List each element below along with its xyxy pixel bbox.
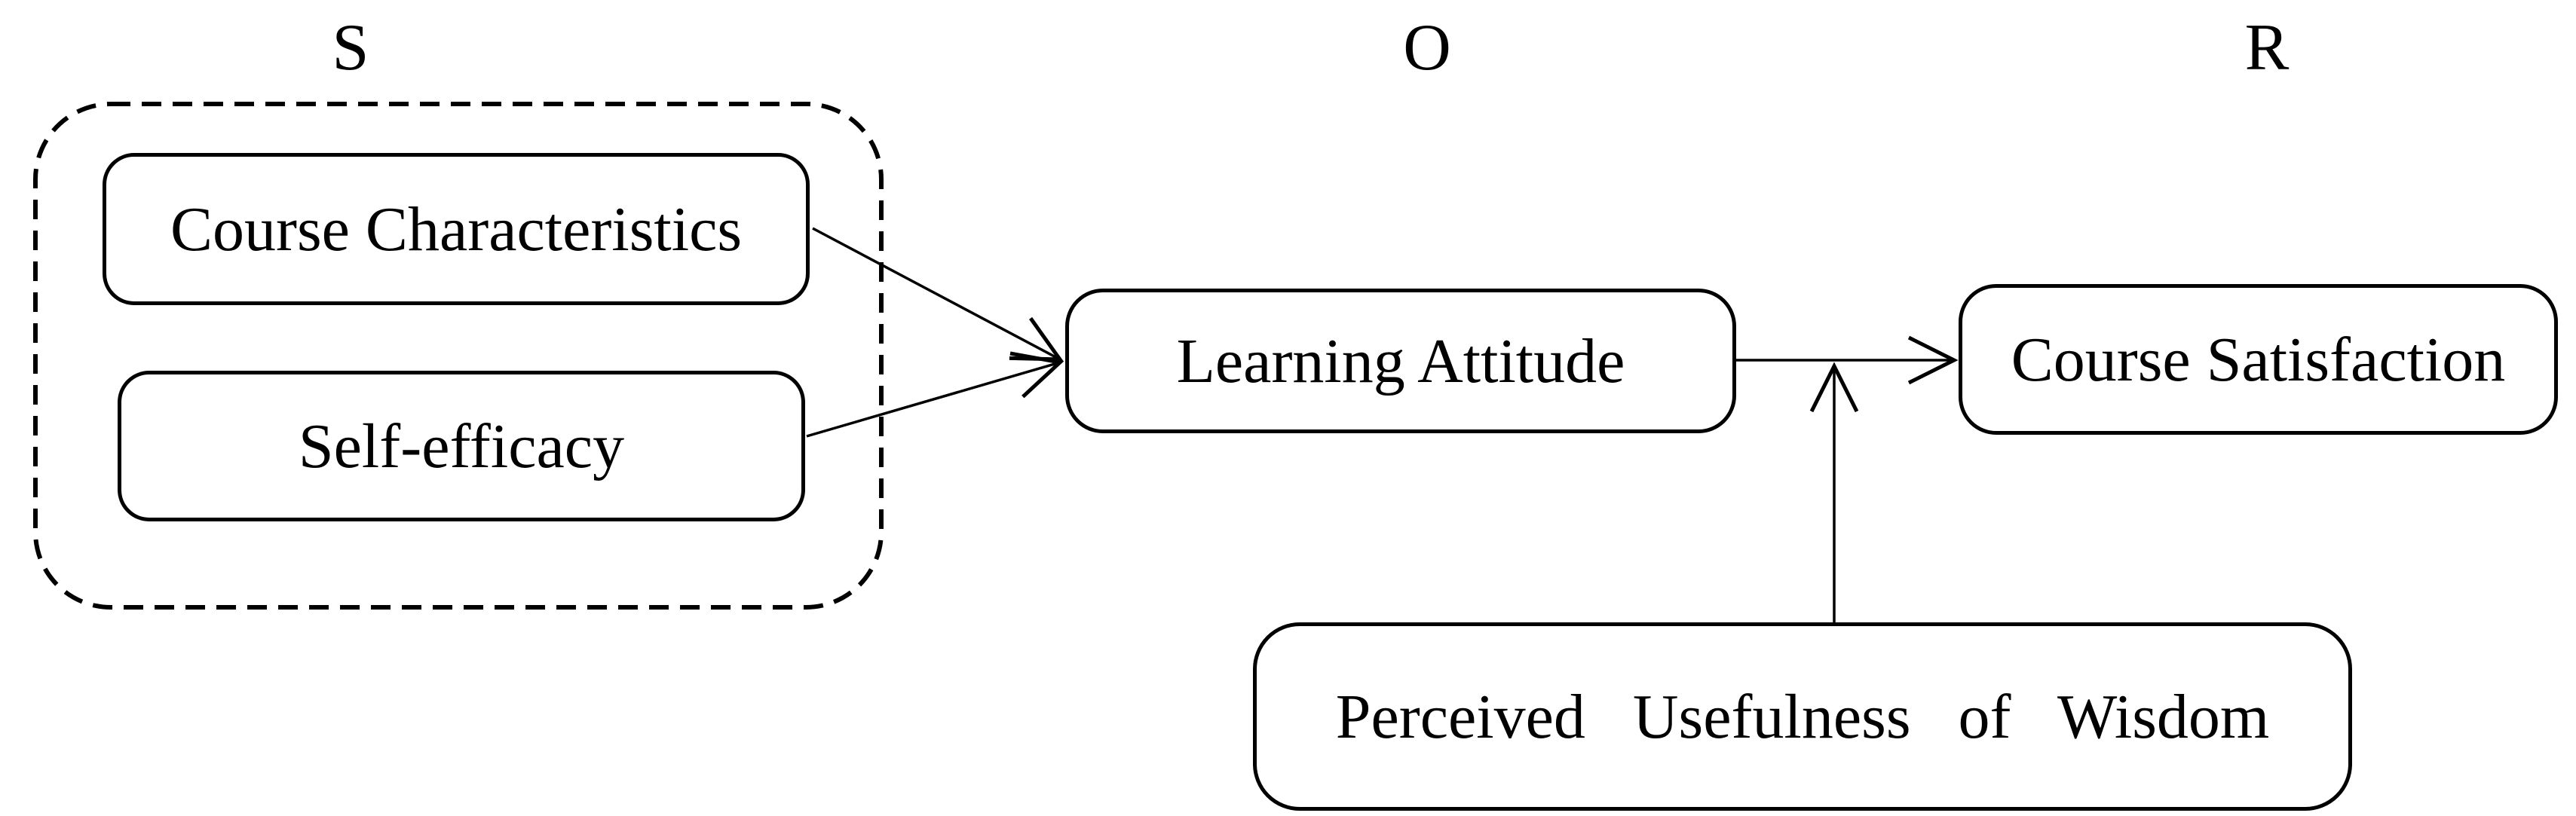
stimulus-group-dashed-border	[33, 102, 884, 610]
course-satisfaction-node: Course Satisfaction	[1959, 284, 2558, 435]
course-satisfaction-label: Course Satisfaction	[2011, 324, 2506, 395]
learning-attitude-label: Learning Attitude	[1176, 325, 1625, 396]
self-efficacy-label: Self-efficacy	[298, 411, 625, 481]
stimulus-section-label: S	[332, 11, 369, 84]
self-efficacy-to-learning-attitude-arrow	[806, 351, 1064, 438]
perceived-usefulness-of-wisdom-label: Perceived Usefulness of Wisdom	[1335, 681, 2270, 752]
course-characteristics-node: Course Characteristics	[103, 153, 810, 305]
organism-section-label: O	[1403, 11, 1451, 84]
perceived-usefulness-of-wisdom-node: Perceived Usefulness of Wisdom	[1253, 622, 2352, 811]
self-efficacy-node: Self-efficacy	[118, 371, 805, 521]
course-characteristics-to-learning-attitude-arrow	[812, 227, 1064, 362]
course-characteristics-label: Course Characteristics	[170, 194, 743, 264]
response-section-label: R	[2244, 11, 2290, 84]
learning-attitude-node: Learning Attitude	[1065, 289, 1736, 433]
